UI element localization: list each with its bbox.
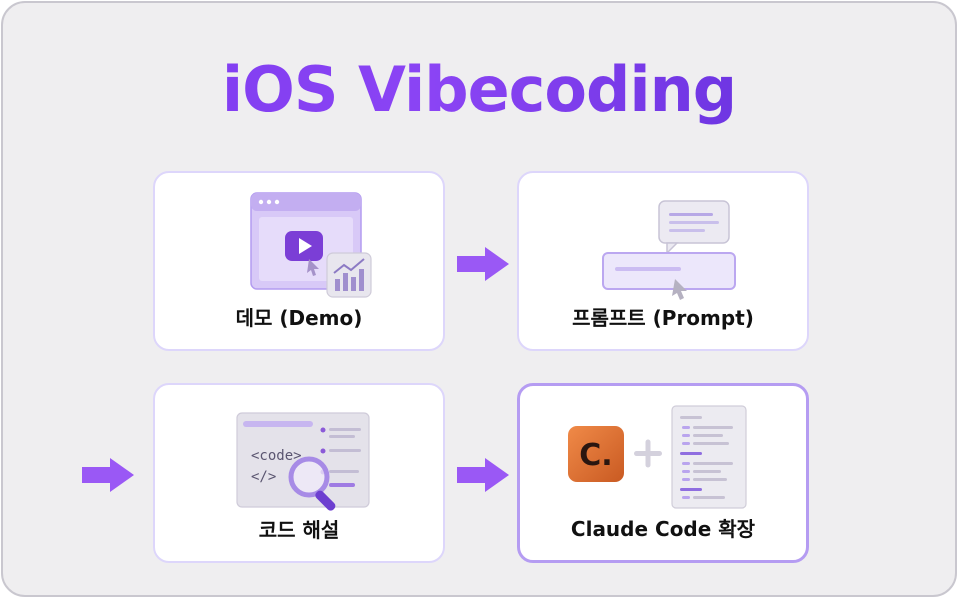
- step-card-code-review: <code> </> 코드 해설: [153, 383, 445, 563]
- step-label-claude-code: Claude Code 확장: [570, 517, 756, 541]
- arrow-right-icon: [82, 458, 134, 492]
- step-label-demo: 데모 (Demo): [235, 306, 363, 330]
- code-open-text: <code>: [251, 448, 302, 464]
- video-demo-icon: [250, 192, 372, 298]
- prompt-chat-icon: [602, 200, 736, 300]
- step-card-prompt: 프롬프트 (Prompt): [517, 171, 809, 351]
- arrow-right-icon: [457, 247, 509, 281]
- claude-logo-text: C.: [579, 438, 612, 473]
- code-review-icon: <code> </>: [236, 412, 370, 511]
- claude-code-extension-icon: C.: [568, 405, 747, 509]
- arrow-right-icon: [457, 458, 509, 492]
- page-title: iOS Vibecoding: [3, 53, 955, 126]
- step-label-prompt: 프롬프트 (Prompt): [572, 306, 754, 330]
- step-card-claude-code: C. Claude Code 확장: [517, 383, 809, 563]
- step-label-code-review: 코드 해설: [258, 518, 340, 542]
- code-close-text: </>: [251, 469, 276, 485]
- step-card-demo: 데모 (Demo): [153, 171, 445, 351]
